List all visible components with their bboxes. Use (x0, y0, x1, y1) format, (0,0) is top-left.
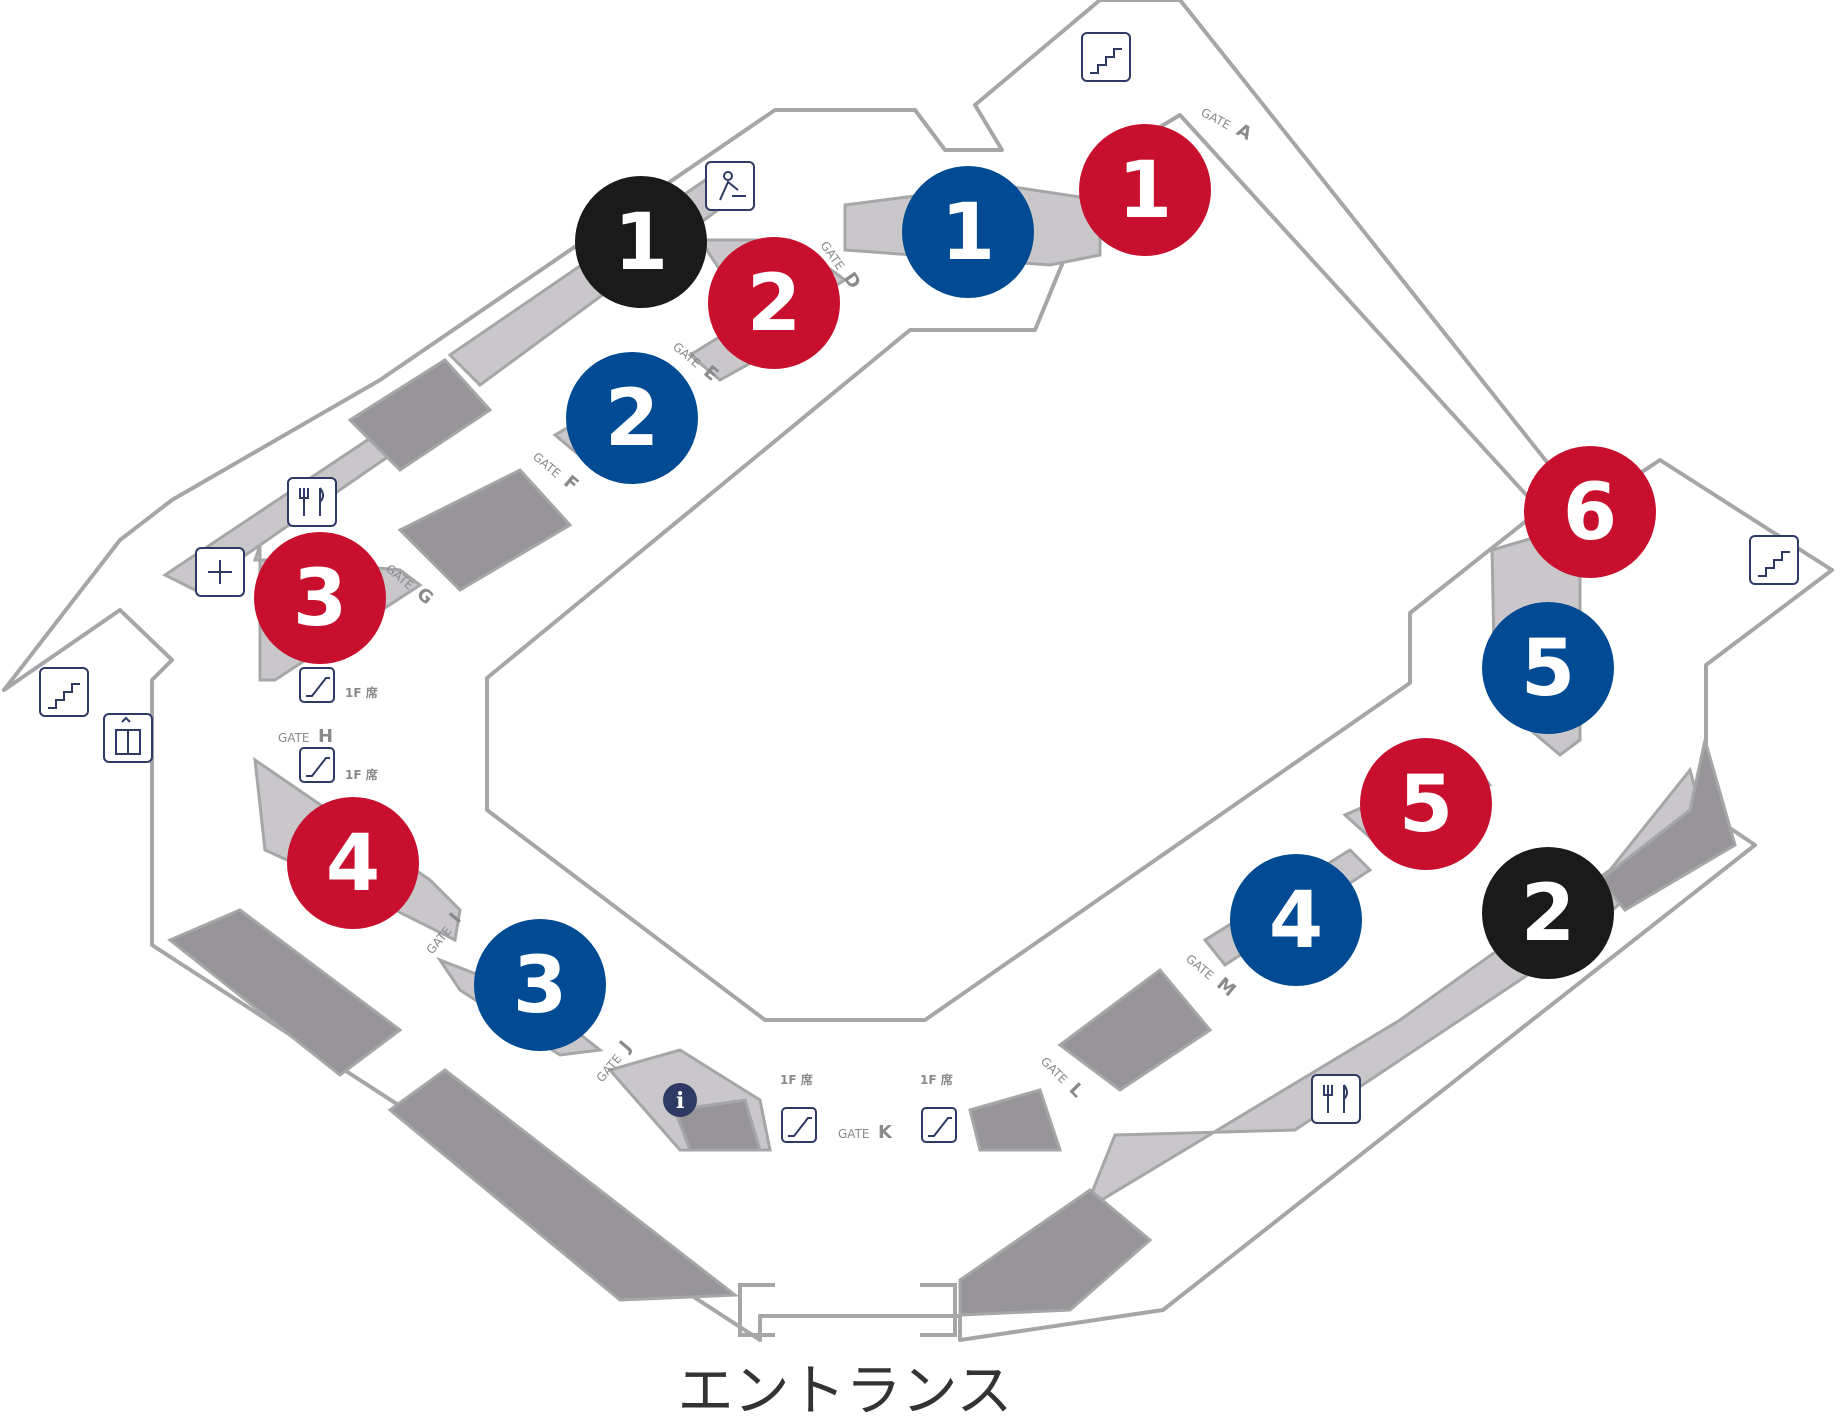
marker-red-3[interactable]: 3 (254, 532, 386, 664)
marker-number: 1 (1118, 146, 1172, 236)
marker-number: 4 (326, 819, 380, 909)
marker-blue-2[interactable]: 2 (566, 352, 698, 484)
escalator-icon (299, 667, 335, 703)
marker-number: 3 (513, 941, 567, 1031)
stand-block-dark (1597, 739, 1737, 912)
outer-wall (2, 0, 1834, 1342)
marker-number: 5 (1399, 760, 1453, 850)
marker-black-1[interactable]: 1 (575, 176, 707, 308)
svg-text:K: K (878, 1122, 893, 1143)
marker-red-1[interactable]: 1 (1079, 124, 1211, 256)
escalator-icon (299, 747, 335, 783)
floor-note-k-right: 1F 席 (920, 1072, 953, 1087)
first-aid-icon (195, 547, 245, 597)
gate-a-label: GATE A (1199, 105, 1256, 145)
information-icon: i (663, 1083, 697, 1117)
marker-blue-5[interactable]: 5 (1482, 602, 1614, 734)
svg-text:M: M (1212, 973, 1239, 1001)
stand-block-dark (387, 1068, 740, 1302)
stairs-icon (1081, 32, 1131, 82)
marker-circle (575, 176, 707, 308)
svg-text:GATE: GATE (838, 1127, 870, 1141)
svg-text:GATE: GATE (670, 340, 703, 371)
stand-block-dark (968, 1088, 1063, 1152)
svg-text:A: A (1233, 120, 1255, 145)
marker-number: 6 (1563, 468, 1617, 558)
stand-block-dark (167, 908, 403, 1077)
marker-number: 1 (941, 188, 995, 278)
stand-blocks-light (162, 168, 1707, 1214)
restaurant-icon (1311, 1074, 1361, 1124)
floor-note-h-upper: 1F 席 (345, 685, 378, 700)
marker-blue-1[interactable]: 1 (902, 166, 1034, 298)
marker-number: 3 (293, 554, 347, 644)
marker-circle (1482, 602, 1614, 734)
svg-text:L: L (1065, 1079, 1088, 1102)
marker-circle (1482, 847, 1614, 979)
marker-number: 2 (605, 374, 659, 464)
marker-black-2[interactable]: 2 (1482, 847, 1614, 979)
stand-block-dark (397, 468, 573, 592)
concourse-outline (2, 0, 1834, 1342)
svg-text:i: i (676, 1088, 684, 1114)
svg-text:D: D (839, 269, 865, 293)
marker-red-5[interactable]: 5 (1360, 738, 1492, 870)
escalator-icon (781, 1107, 817, 1143)
svg-text:F: F (559, 471, 582, 495)
marker-number: 2 (1521, 869, 1575, 959)
inner-field-wall (485, 113, 1542, 1022)
marker-blue-4[interactable]: 4 (1230, 854, 1362, 986)
marker-circle (1230, 854, 1362, 986)
marker-red-6[interactable]: 6 (1524, 446, 1656, 578)
svg-text:H: H (318, 726, 333, 747)
floor-note-h-lower: 1F 席 (345, 767, 378, 782)
marker-circle (566, 352, 698, 484)
stairs-icon (39, 667, 89, 717)
marker-number: 1 (614, 198, 668, 288)
svg-text:GATE: GATE (530, 450, 563, 481)
elevator-icon (103, 713, 153, 763)
marker-circle (287, 797, 419, 929)
marker-circle (1524, 446, 1656, 578)
marker-red-4[interactable]: 4 (287, 797, 419, 929)
restaurant-icon (287, 477, 337, 527)
stand-block-dark (347, 358, 493, 472)
marker-circle (902, 166, 1034, 298)
gate-k-label: GATE K (838, 1122, 893, 1143)
marker-circle (254, 532, 386, 664)
stand-block-dark (958, 1188, 1153, 1317)
entrance-label: エントランス (678, 1359, 1013, 1424)
stand-block-dark (1057, 967, 1213, 1092)
marker-blue-3[interactable]: 3 (474, 919, 606, 1051)
marker-number: 2 (747, 259, 801, 349)
baby-changing-icon (705, 161, 755, 211)
marker-number: 4 (1269, 876, 1323, 966)
facility-icons: i (39, 32, 1799, 1143)
marker-number: 5 (1521, 624, 1575, 714)
numbered-markers: 1 1 1 2 2 3 4 3 (254, 124, 1656, 1051)
entrance-bracket (738, 1283, 957, 1337)
stand-blocks-dark (167, 358, 1737, 1317)
gate-h-label: GATE H (278, 726, 333, 747)
floor-note-k-left: 1F 席 (780, 1072, 813, 1087)
marker-circle (1360, 738, 1492, 870)
marker-circle (474, 919, 606, 1051)
marker-circle (1079, 124, 1211, 256)
floor-notes: 1F 席 1F 席 1F 席 1F 席 (345, 685, 953, 1087)
marker-circle (708, 237, 840, 369)
svg-text:GATE: GATE (278, 731, 310, 745)
stairs-icon (1749, 535, 1799, 585)
svg-text:J: J (614, 1037, 636, 1057)
svg-text:GATE: GATE (1199, 105, 1233, 132)
escalator-icon (921, 1107, 957, 1143)
marker-red-2[interactable]: 2 (708, 237, 840, 369)
svg-text:GATE: GATE (1038, 1054, 1070, 1086)
svg-text:GATE: GATE (1183, 952, 1216, 983)
stand-block-dark (672, 1098, 763, 1152)
